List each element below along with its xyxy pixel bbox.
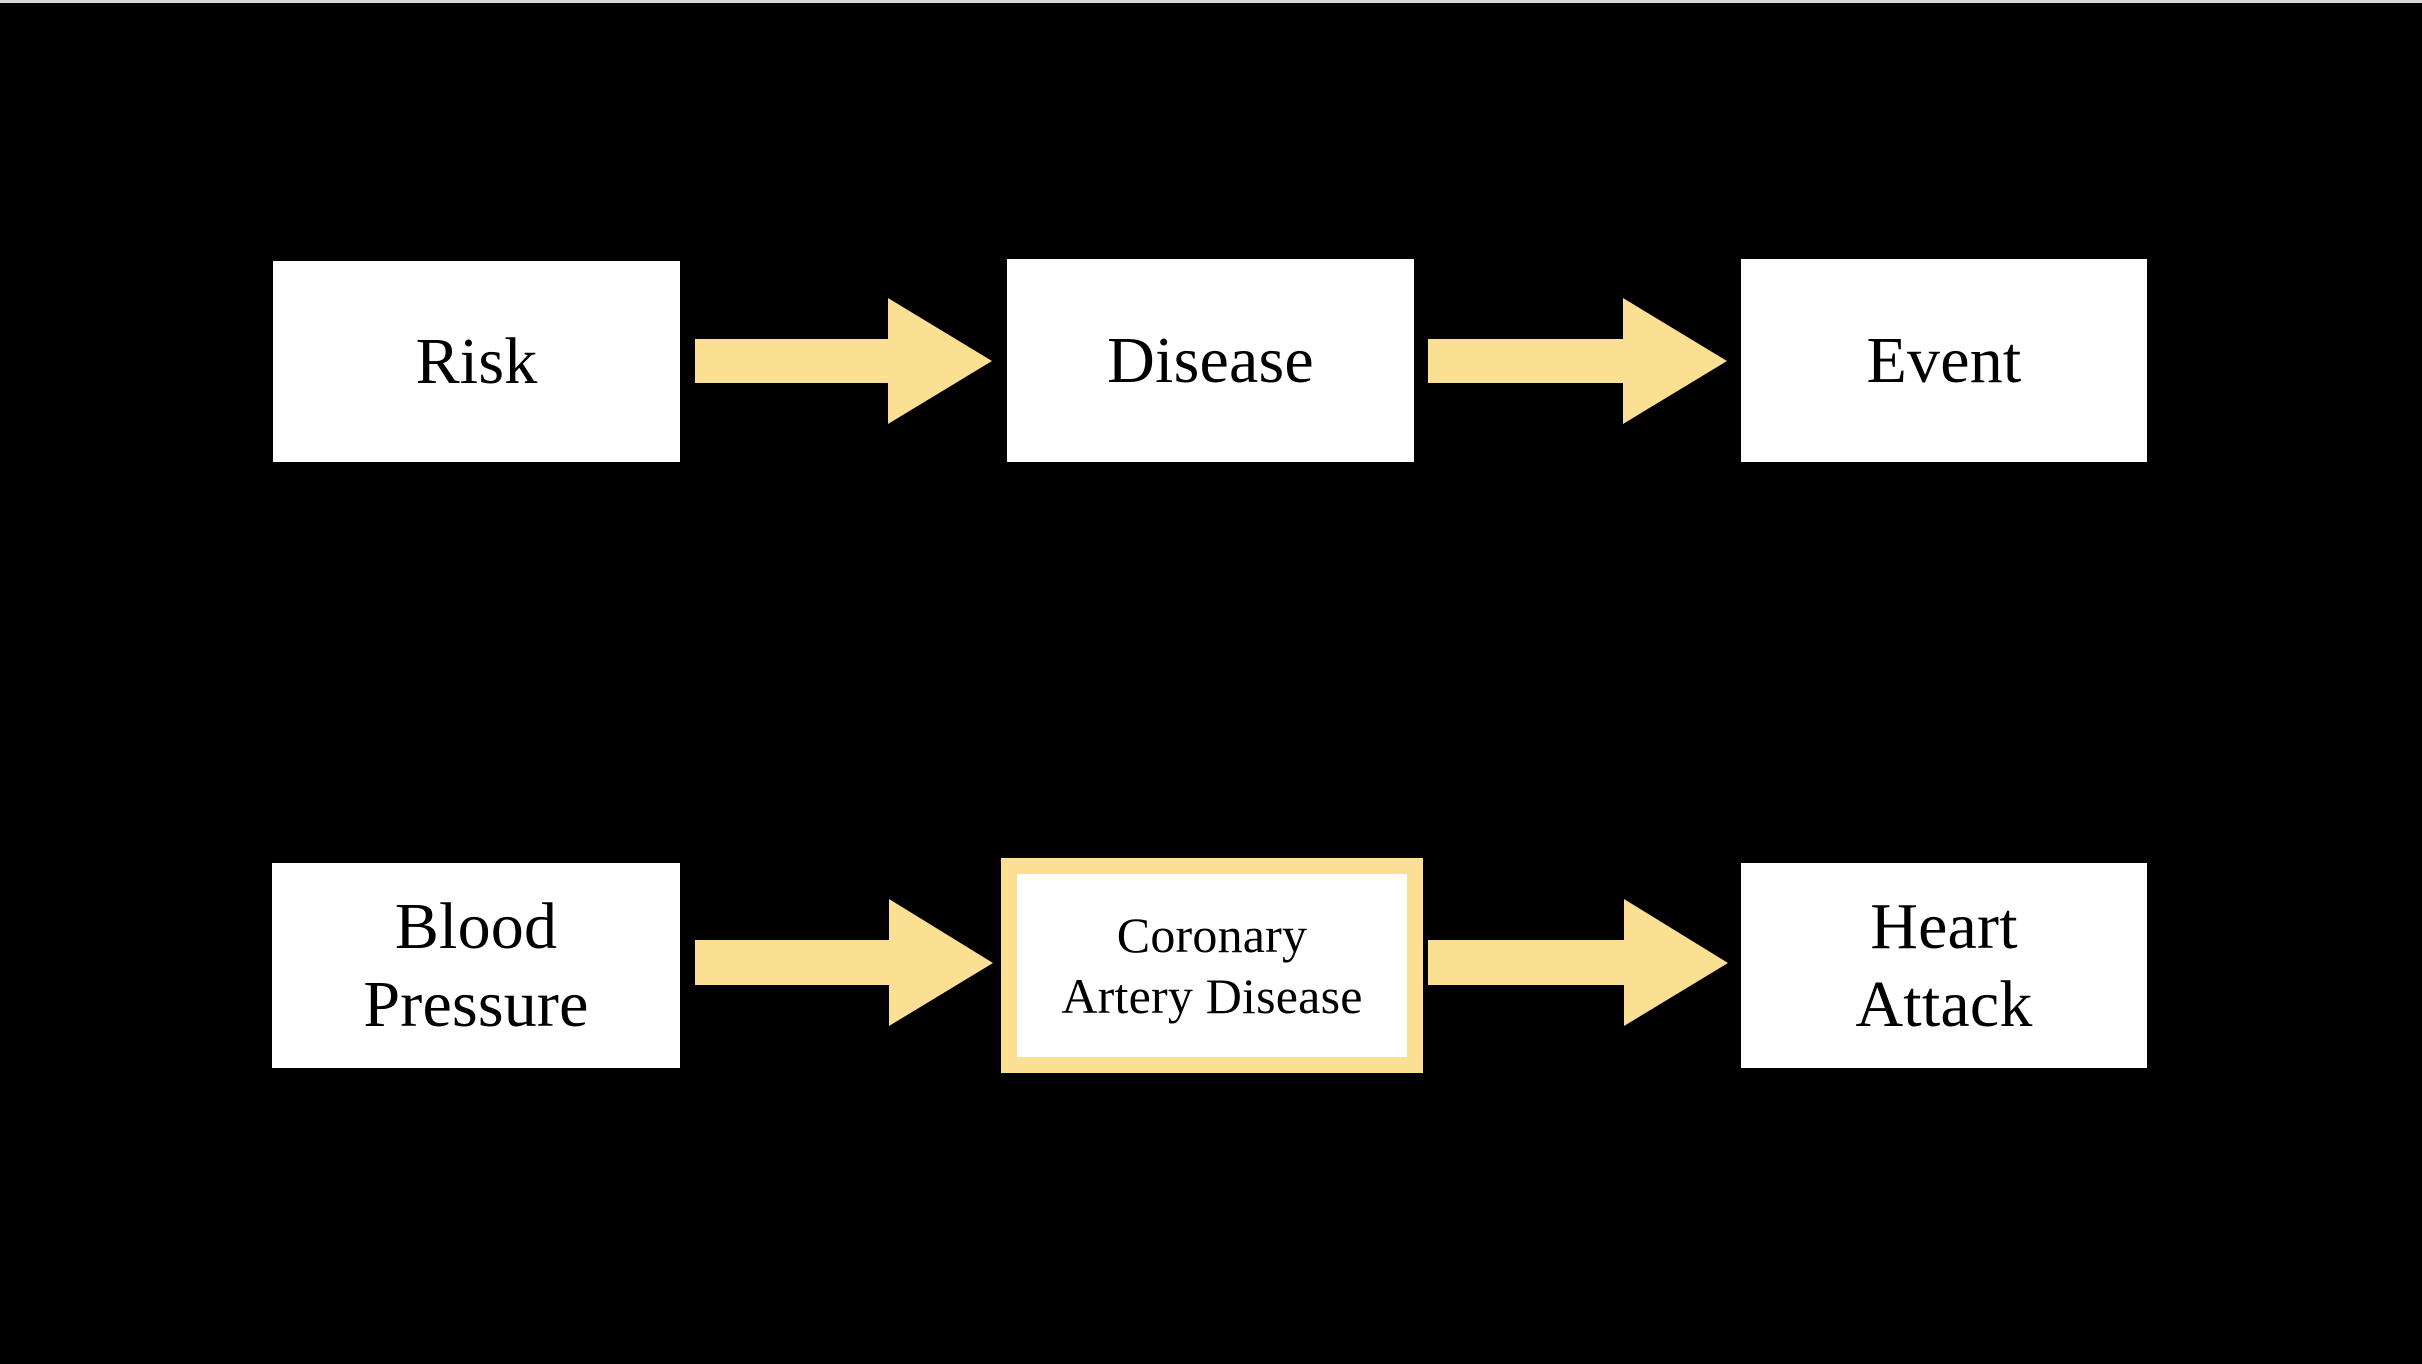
arrow-blood-pressure-to-coronary-artery-disease: [695, 899, 993, 1026]
arrow-coronary-artery-disease-to-heart-attack: [1428, 899, 1728, 1026]
node-heart-attack-label: Heart Attack: [1855, 889, 2033, 1041]
top-edge-strip: [0, 0, 2422, 3]
node-disease[interactable]: Disease: [1007, 259, 1414, 462]
node-blood-pressure[interactable]: Blood Pressure: [272, 863, 680, 1068]
node-event[interactable]: Event: [1741, 259, 2147, 462]
node-risk[interactable]: Risk: [273, 261, 680, 462]
node-heart-attack[interactable]: Heart Attack: [1741, 863, 2147, 1068]
node-event-label: Event: [1866, 323, 2022, 397]
arrow-disease-to-event: [1428, 298, 1727, 424]
node-coronary-artery-disease[interactable]: Coronary Artery Disease: [1001, 858, 1423, 1073]
node-coronary-artery-disease-label: Coronary Artery Disease: [1061, 906, 1363, 1024]
arrow-risk-to-disease: [695, 298, 992, 424]
node-blood-pressure-label: Blood Pressure: [363, 889, 589, 1041]
node-risk-label: Risk: [415, 324, 538, 398]
node-disease-label: Disease: [1107, 323, 1314, 397]
